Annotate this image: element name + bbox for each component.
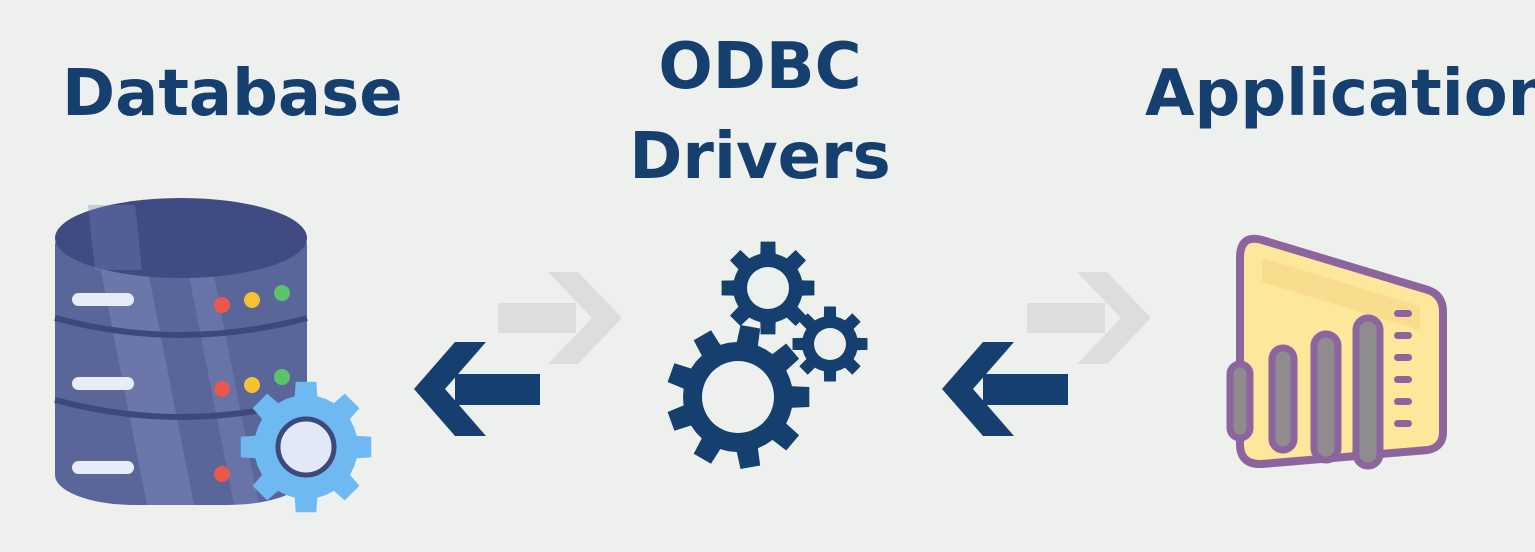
arrow-odbc-to-database bbox=[414, 342, 540, 436]
gears-icon bbox=[667, 241, 868, 469]
database-icon bbox=[54, 198, 308, 505]
large-gear bbox=[667, 325, 810, 469]
arrow-database-to-odbc bbox=[498, 272, 622, 364]
application-title: Application bbox=[1145, 57, 1535, 131]
database-title: Database bbox=[62, 57, 403, 131]
odbc-title-line-2: Drivers bbox=[629, 120, 891, 194]
arrow-odbc-to-application bbox=[1027, 272, 1151, 364]
odbc-title-line-1: ODBC bbox=[658, 30, 862, 104]
database-gear-icon bbox=[240, 381, 372, 513]
medium-gear bbox=[721, 241, 815, 335]
odbc-drivers-title: ODBC Drivers bbox=[600, 22, 920, 202]
small-gear bbox=[792, 306, 868, 382]
arrow-application-to-odbc bbox=[942, 342, 1068, 436]
bar-chart-app-icon bbox=[1226, 234, 1447, 470]
